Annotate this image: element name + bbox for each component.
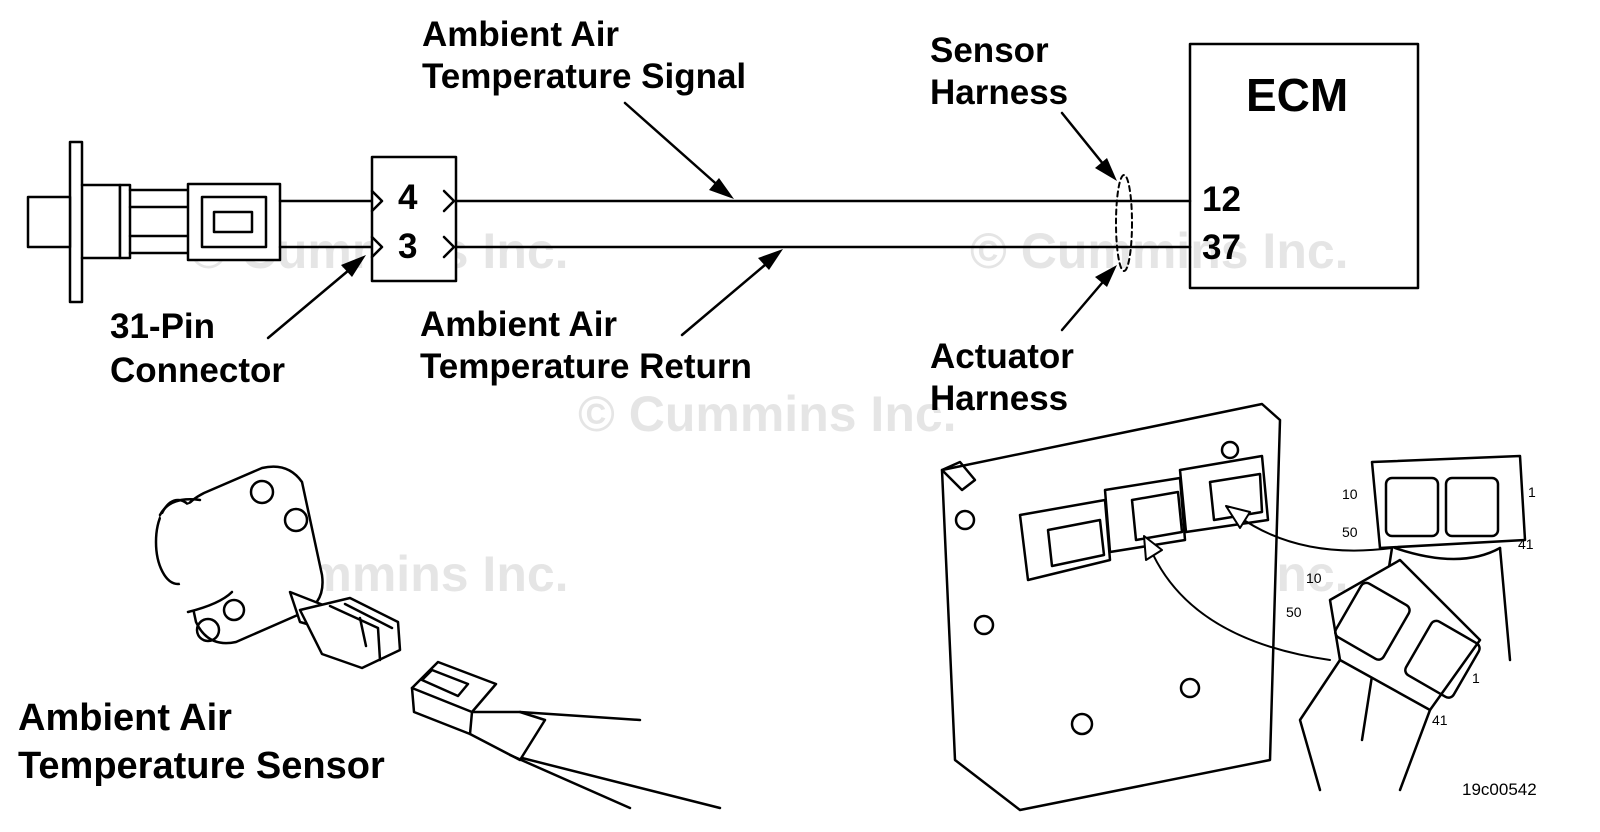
ambient-air-temperature-sensor-illustration	[154, 465, 722, 810]
actuator-harness-label-line2: Harness	[930, 379, 1069, 418]
connector-pin-number: 50	[1286, 604, 1302, 620]
figure-id: 19c00542	[1462, 780, 1537, 799]
return-label-line2: Temperature Return	[420, 347, 752, 386]
harness-split-marker	[1115, 174, 1133, 272]
connector-block	[370, 155, 458, 283]
connector-pin-number: 10	[1306, 570, 1322, 586]
sensor-harness-label-line2: Harness	[930, 73, 1069, 112]
sensor-harness-label-line1: Sensor	[930, 31, 1049, 70]
connector-pin-number: 1	[1472, 670, 1480, 686]
connector-label-line2: Connector	[110, 351, 285, 390]
connector-pin-number: 41	[1432, 712, 1448, 728]
ecm-pin-return: 37	[1202, 228, 1241, 267]
actuator-harness-label-line1: Actuator	[930, 337, 1074, 376]
connector-pin-number: 41	[1518, 536, 1534, 552]
signal-label-line2: Temperature Signal	[422, 57, 747, 96]
signal-label-line1: Ambient Air	[422, 15, 620, 54]
connector-pin-number: 10	[1342, 486, 1358, 502]
connector-label-line1: 31-Pin	[110, 307, 216, 346]
connector-pin-number: 50	[1342, 524, 1358, 540]
connector-pin-signal: 4	[398, 178, 418, 217]
connector-pin-number: 1	[1528, 484, 1536, 500]
leader-arrows	[266, 101, 1110, 340]
watermark: © Cummins Inc.	[578, 386, 957, 442]
ecm-box	[1188, 42, 1420, 290]
ecm-title: ECM	[1246, 69, 1349, 121]
sensor-schematic-symbol	[26, 140, 374, 304]
connector-pin-return: 3	[398, 227, 418, 266]
ecm-module-illustration	[940, 402, 1527, 812]
watermark: © Cummins Inc.	[970, 223, 1349, 279]
sensor-title-line2: Temperature Sensor	[18, 745, 385, 787]
ecm-pin-signal: 12	[1202, 180, 1241, 219]
sensor-title-line1: Ambient Air	[18, 697, 232, 739]
return-label-line1: Ambient Air	[420, 305, 618, 344]
